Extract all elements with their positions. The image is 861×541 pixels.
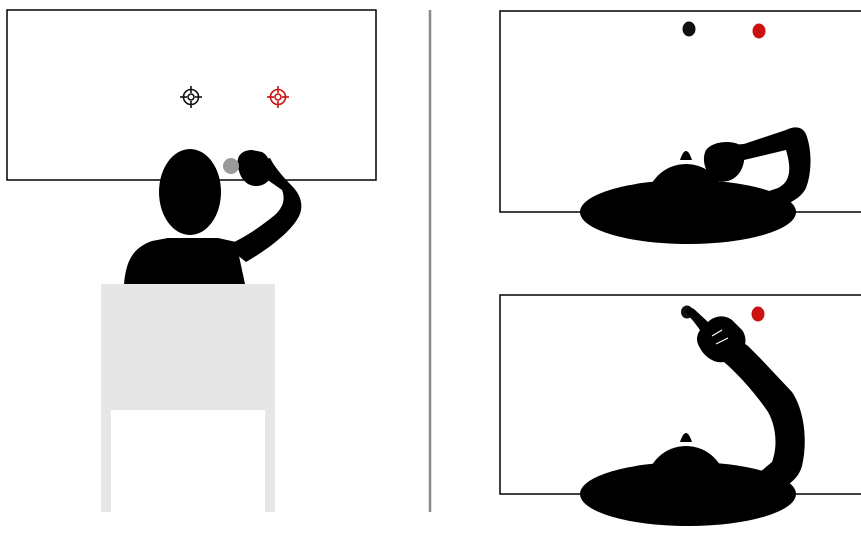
top-view-pointing-panel: [500, 295, 861, 526]
top-aiming-target-black: [683, 22, 696, 37]
top-pointing-target-red: [752, 307, 765, 322]
front-light-source-icon: [223, 158, 239, 174]
front-person-head: [159, 149, 221, 235]
front-chair: [101, 284, 275, 512]
top-aiming-target-red: [753, 24, 766, 39]
top-pointing-person-head: [646, 446, 726, 526]
front-person-torso: [124, 238, 245, 284]
top-view-aiming-panel: [500, 11, 861, 244]
front-view-panel: [7, 10, 376, 512]
